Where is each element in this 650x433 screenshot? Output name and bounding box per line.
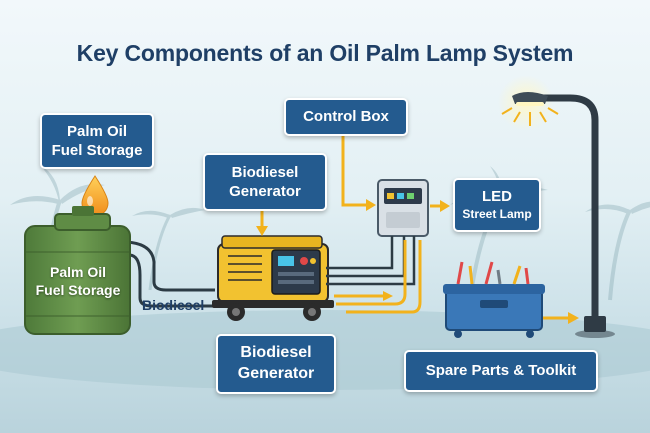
callout-line-2: Street Lamp	[462, 206, 532, 221]
toolbox-icon	[443, 261, 545, 338]
callout-line-1: Palm Oil	[66, 122, 127, 140]
power-flow-arrows	[334, 204, 570, 320]
callout-line-2: Generator	[229, 183, 301, 200]
callout-line-1: Biodiesel	[231, 163, 299, 181]
toolkit-caption: Spare Parts & Toolkit	[404, 350, 598, 392]
arrow-to-generator	[256, 207, 268, 236]
flow-arrowheads	[383, 200, 579, 324]
power-wires	[326, 236, 416, 286]
caption-line-2: Generator	[237, 365, 315, 382]
control-box-icon	[377, 179, 429, 237]
caption-line-1: Biodiesel	[240, 344, 312, 362]
tank-label: Palm Oil Fuel Storage	[28, 263, 128, 299]
tank-label-line-2: Fuel Storage	[35, 282, 121, 299]
arrow-to-control-box	[341, 136, 376, 211]
control-box-callout: Control Box	[284, 98, 408, 136]
biodiesel-flow-label: Biodiesel	[142, 297, 205, 313]
page-title: Key Components of an Oil Palm Lamp Syste…	[76, 40, 574, 66]
fuel-tank-icon	[24, 206, 131, 335]
callout-line-2: Fuel Storage	[51, 142, 143, 159]
fuel-hose	[121, 240, 215, 308]
street-lamp-icon	[498, 75, 615, 338]
tank-label-line-1: Palm Oil	[49, 264, 107, 280]
generator-icon	[212, 235, 334, 321]
callout-line-1: LED	[481, 188, 512, 206]
